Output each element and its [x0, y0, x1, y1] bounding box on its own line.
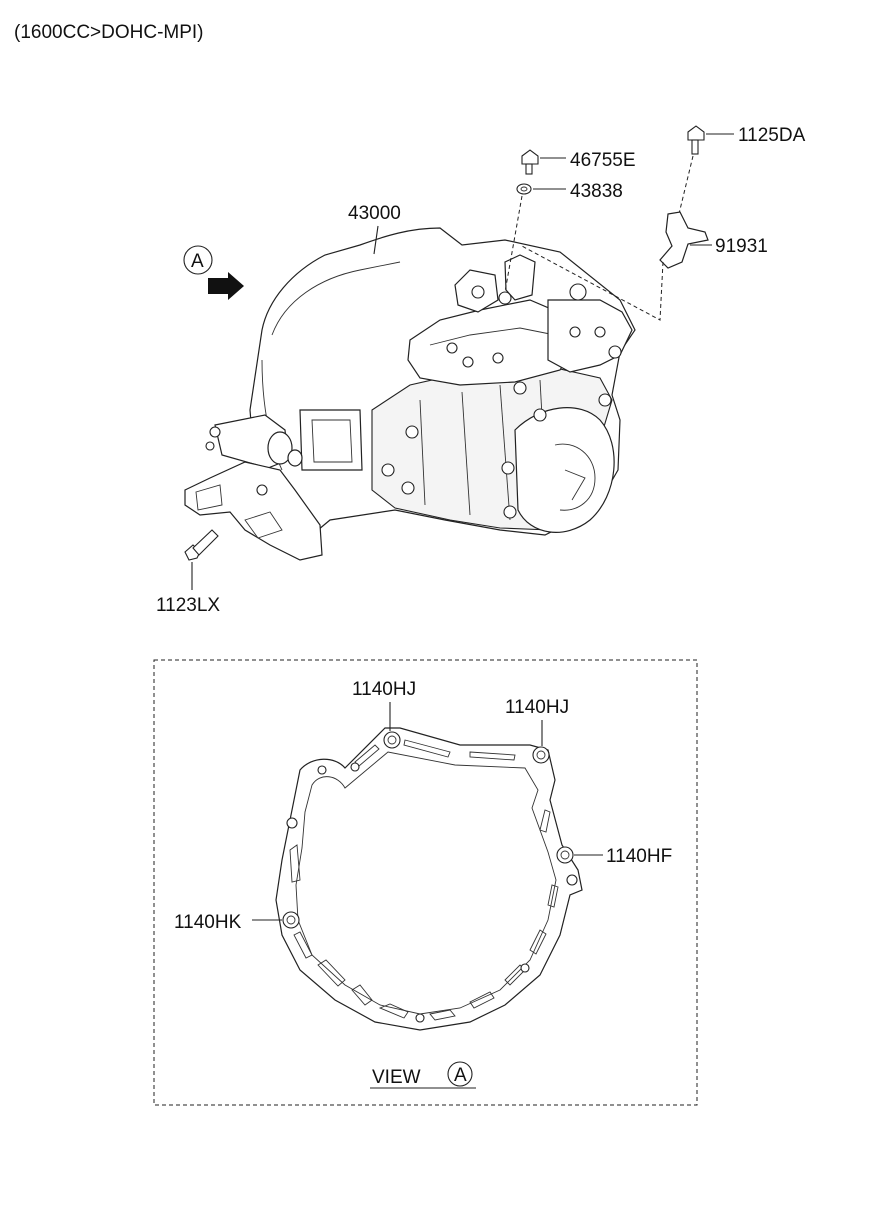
part-91931-leader — [519, 244, 664, 321]
part-91931-label: 91931 — [715, 236, 768, 257]
engine-spec-label: (1600CC>DOHC-MPI) — [14, 22, 204, 43]
part-1123LX: 1123LX — [156, 529, 220, 616]
part-43838-leader — [504, 195, 523, 293]
part-1140HJ-left: 1140HJ — [352, 679, 416, 731]
view-caption-text: VIEW — [372, 1067, 421, 1088]
bell-housing-gasket — [275, 727, 583, 1031]
view-caption-letter: A — [454, 1065, 467, 1086]
transmission-assembly: A — [183, 227, 636, 561]
part-43000: 43000 — [348, 203, 401, 255]
view-a-marker-letter: A — [191, 251, 204, 272]
part-1140HJ-right: 1140HJ — [505, 697, 569, 746]
part-1125DA-label: 1125DA — [738, 125, 806, 146]
part-1123LX-label: 1123LX — [156, 595, 220, 616]
view-a-marker-circle — [183, 245, 213, 275]
part-1140HJ-left-label: 1140HJ — [352, 679, 416, 700]
part-43000-label: 43000 — [348, 203, 401, 224]
part-46755E: 46755E — [521, 149, 636, 175]
part-1125DA: 1125DA — [687, 125, 806, 155]
part-1125DA-leader — [676, 155, 694, 223]
part-91931: 91931 — [659, 211, 768, 269]
part-46755E-label: 46755E — [570, 150, 636, 171]
part-1140HJ-right-label: 1140HJ — [505, 697, 569, 718]
part-1140HK-label: 1140HK — [174, 912, 242, 933]
part-43838-label: 43838 — [570, 181, 623, 202]
view-arrow-icon — [208, 272, 244, 300]
part-1140HK: 1140HK — [174, 912, 282, 933]
view-a-caption: VIEW A — [370, 1061, 476, 1089]
part-1140HF: 1140HF — [574, 846, 672, 867]
part-43838: 43838 — [516, 181, 623, 202]
part-1140HF-label: 1140HF — [606, 846, 672, 867]
view-a-frame — [153, 659, 698, 1106]
